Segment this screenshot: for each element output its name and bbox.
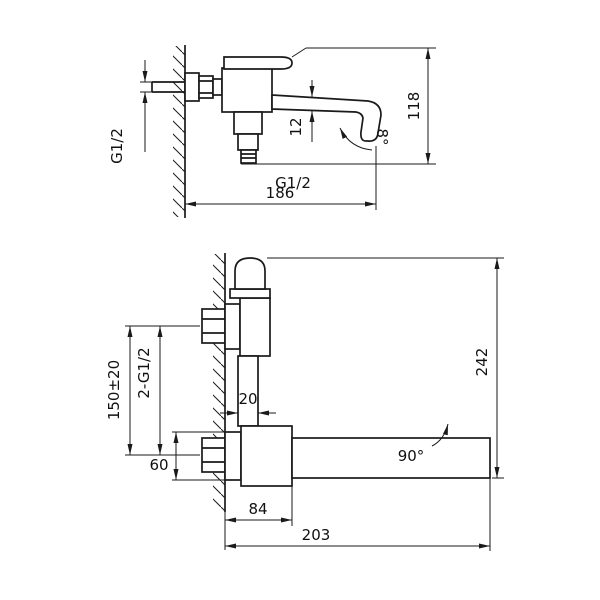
adapter	[212, 78, 223, 96]
handle-flange	[229, 288, 271, 299]
body-step	[237, 133, 259, 151]
spout	[271, 94, 382, 142]
swivel-spout	[291, 437, 491, 479]
dim-label-outlet-thread: G1/2	[275, 174, 311, 192]
side-view-dimensions: G1/2 12 8° G1/2 186 118	[108, 47, 436, 210]
dim-label-overall-depth: 242	[473, 348, 491, 377]
dim-label-spout-reach: 203	[302, 526, 331, 544]
body-lower-section	[233, 111, 263, 135]
dim-label-swivel-angle: 90°	[398, 447, 425, 465]
dim-label-body-depth: 84	[248, 500, 267, 518]
hex-nut	[198, 75, 214, 99]
dim-label-inlet-spacing: 150±20	[105, 360, 123, 420]
dim-label-reach: 186	[266, 184, 295, 202]
inlet-pipe	[151, 81, 185, 93]
dim-label-spout-diameter: 12	[287, 117, 305, 136]
lower-hex-nut	[201, 437, 226, 473]
dim-label-spout-angle: 8°	[373, 128, 391, 145]
shower-outlet	[240, 149, 257, 164]
dim-label-inlet-threads: 2-G1/2	[135, 347, 153, 398]
dim-label-pipe-width: 20	[238, 390, 257, 408]
wall-hatching	[173, 46, 185, 217]
upper-escutcheon	[224, 303, 241, 350]
upper-body	[239, 297, 271, 357]
plan-view-dimensions: 150±20 2-G1/2 20 60 84 203 242	[105, 257, 504, 551]
dim-label-flange-height: 60	[149, 456, 168, 474]
handle-lever	[223, 56, 293, 70]
handle-knob	[234, 257, 266, 290]
dim-label-inlet-thread: G1/2	[108, 128, 126, 164]
dim-label-height: 118	[405, 92, 423, 121]
lower-body	[240, 425, 293, 487]
mixer-body	[221, 67, 273, 113]
side-view: G1/2 12 8° G1/2 186 118	[108, 45, 436, 218]
plan-view: 150±20 2-G1/2 20 60 84 203 242	[105, 253, 504, 551]
lower-escutcheon	[224, 431, 242, 481]
wall-escutcheon	[184, 72, 200, 102]
upper-hex-nut	[201, 308, 226, 344]
